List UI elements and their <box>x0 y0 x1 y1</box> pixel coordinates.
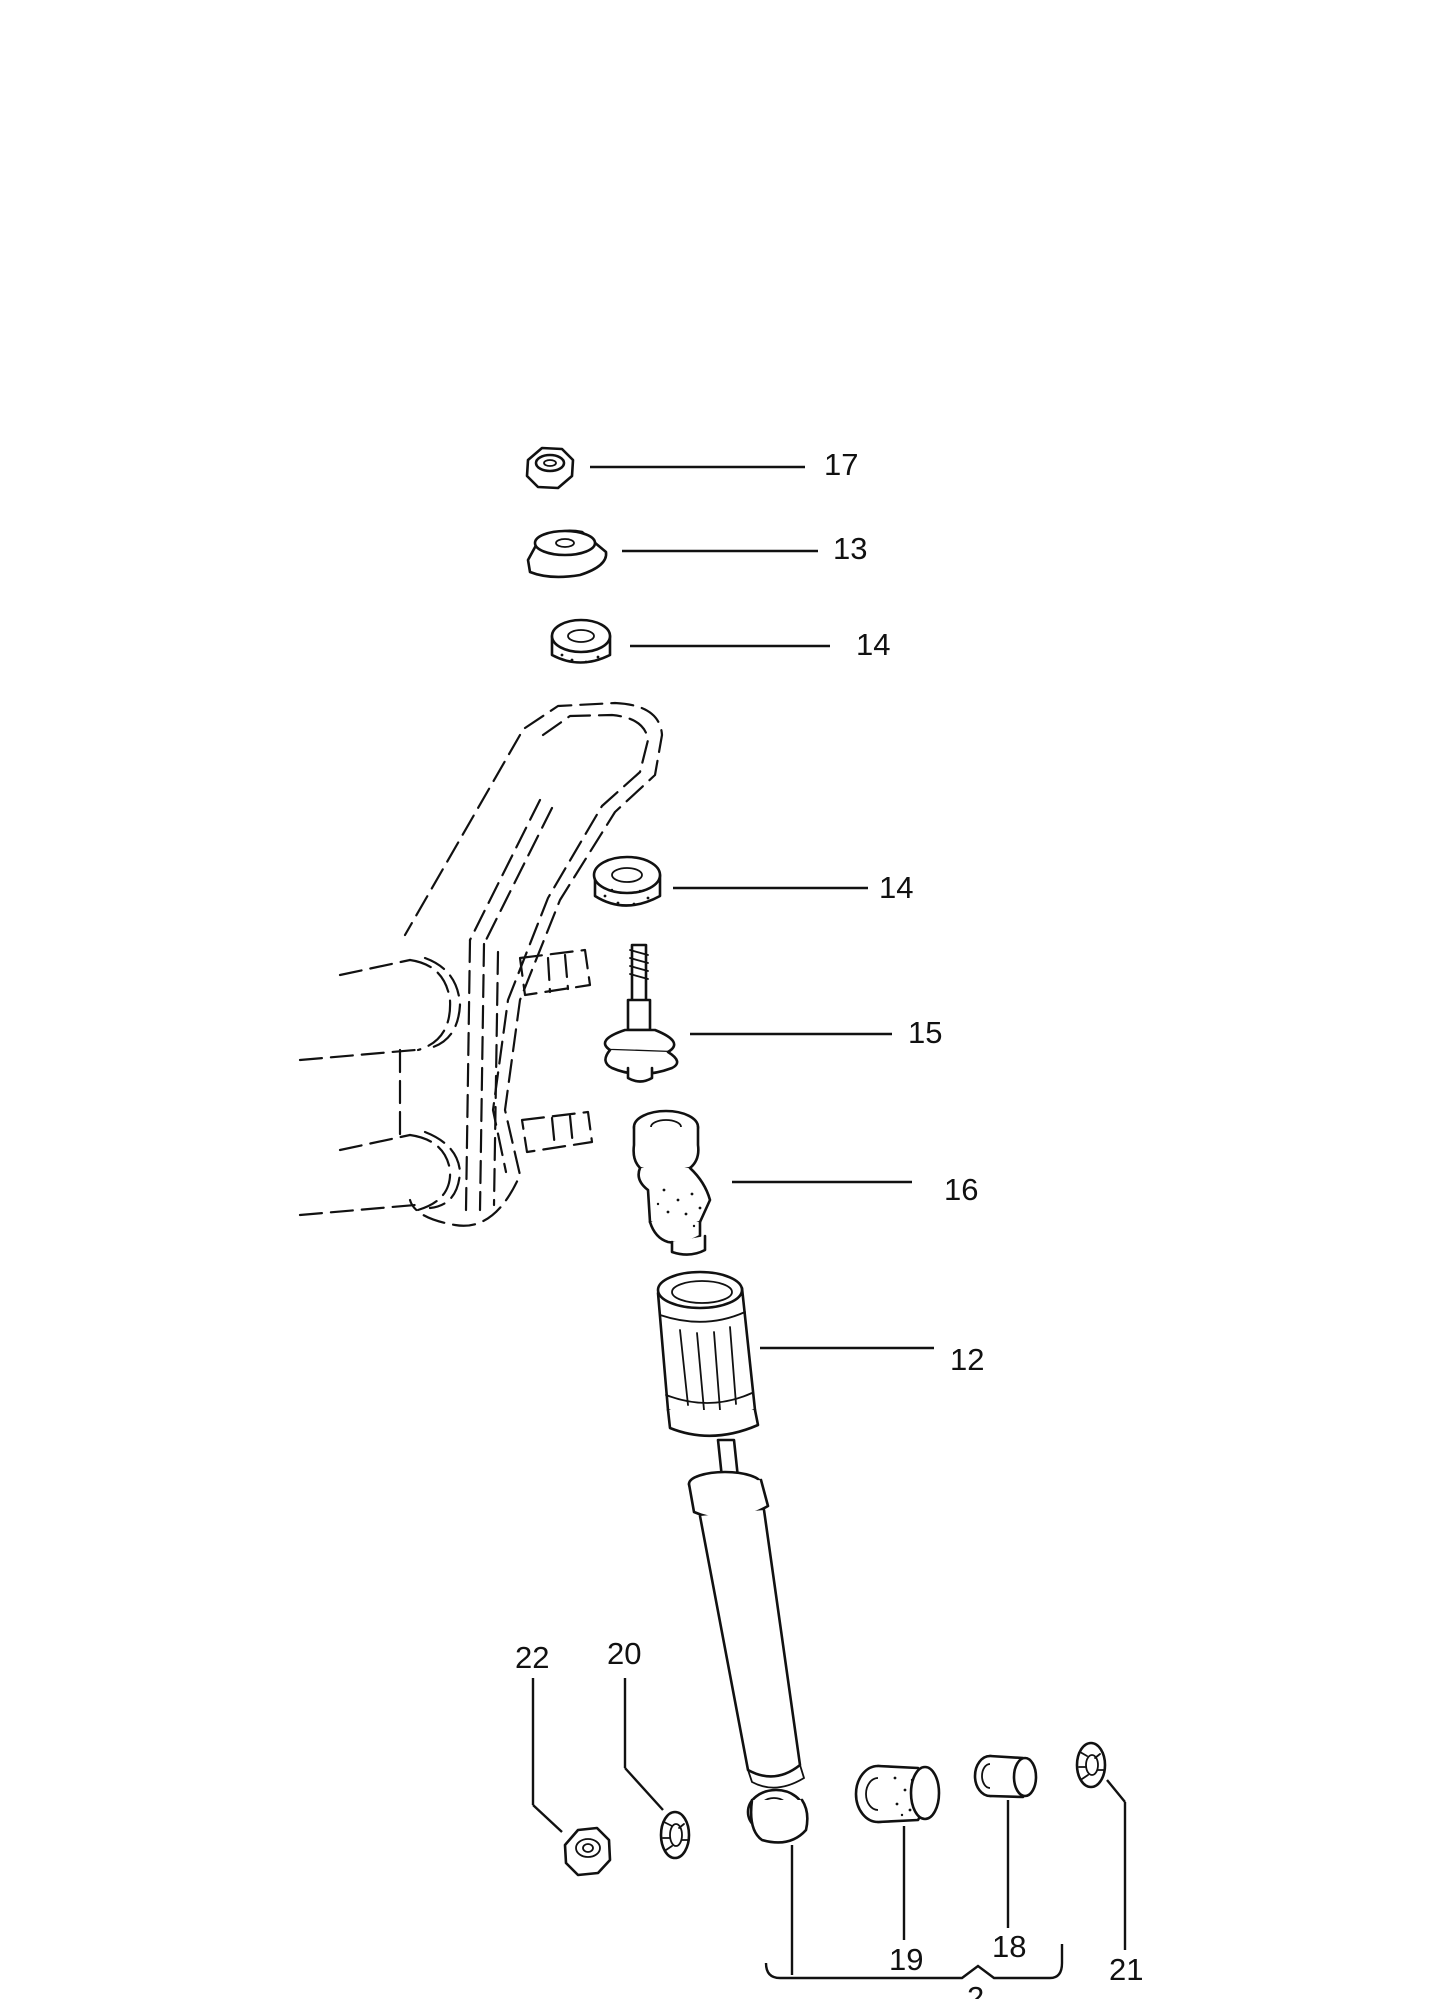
callout-14-upper: 14 <box>856 627 890 662</box>
part-18-sleeve <box>973 1754 1038 1799</box>
part-15-mounting-stud <box>603 943 679 1083</box>
callout-21: 21 <box>1109 1952 1143 1987</box>
part-19-flanged-bushing <box>854 1764 941 1824</box>
callout-13: 13 <box>833 531 867 566</box>
callout-18: 18 <box>992 1929 1026 1964</box>
part-14-upper-bushing <box>550 618 612 664</box>
assembly-bracket <box>764 1845 1064 1980</box>
part-16-boot <box>632 1109 712 1256</box>
callout-14-lower: 14 <box>879 870 913 905</box>
part-22-hex-nut <box>563 1826 612 1877</box>
callout-16: 16 <box>944 1172 978 1207</box>
part-14-lower-bushing <box>592 855 662 907</box>
suspension-arm-phantom <box>298 701 664 1227</box>
callout-12: 12 <box>950 1342 984 1377</box>
part-21-lock-washer <box>1075 1741 1107 1789</box>
callout-19: 19 <box>889 1942 923 1977</box>
callout-20: 20 <box>607 1636 641 1671</box>
part-17-hex-nut <box>525 446 575 490</box>
shock-absorber-body <box>687 1438 809 1844</box>
callout-2: 2 <box>967 1980 984 1999</box>
callout-17: 17 <box>824 447 858 482</box>
callout-22: 22 <box>515 1640 549 1675</box>
part-13-cup-washer <box>526 529 608 579</box>
callout-15: 15 <box>908 1015 942 1050</box>
part-20-lock-washer <box>659 1810 691 1860</box>
part-12-protective-sleeve <box>656 1270 760 1438</box>
